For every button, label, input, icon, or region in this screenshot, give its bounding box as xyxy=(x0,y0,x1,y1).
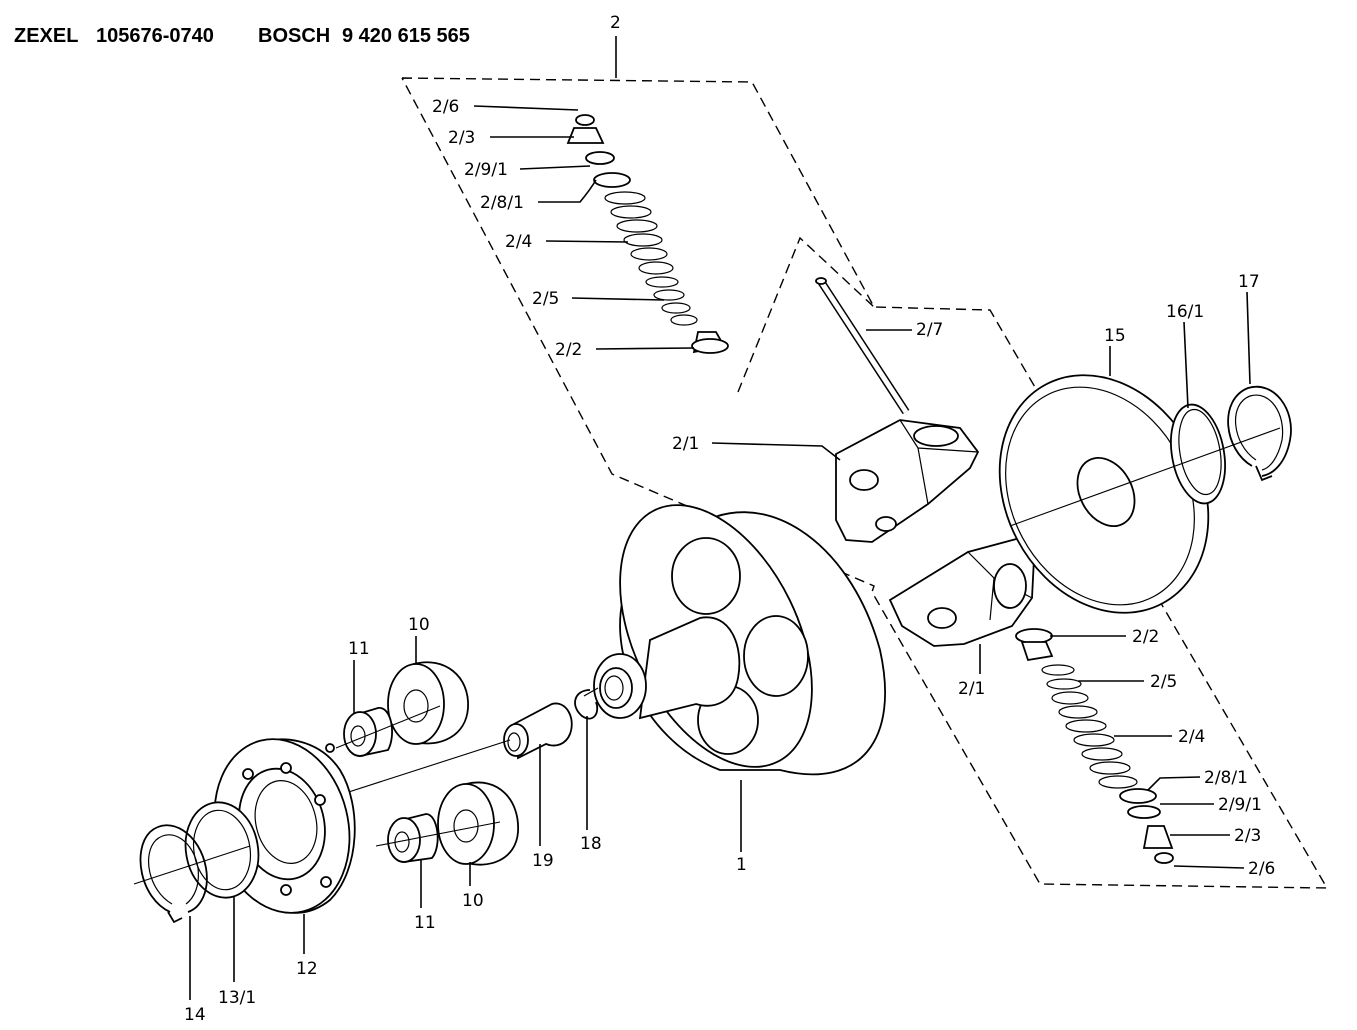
callout-11-lower: 11 xyxy=(414,913,436,933)
callout-19: 19 xyxy=(532,851,554,871)
callout-10-lower: 10 xyxy=(462,891,484,911)
callout-2-1-lower: 2/1 xyxy=(958,679,985,699)
sleeve-19 xyxy=(503,702,573,760)
callout-11-upper: 11 xyxy=(348,639,370,659)
leader-2-2-upper xyxy=(595,347,695,350)
callout-2-2-lower: 2/2 xyxy=(1132,627,1159,647)
callout-2-9-1-lower: 2/9/1 xyxy=(1218,795,1262,815)
callout-2-3-lower: 2/3 xyxy=(1234,826,1261,846)
leader-16-1 xyxy=(1183,321,1189,409)
callout-2-9-1-upper: 2/9/1 xyxy=(464,160,508,180)
leader-2-8-1-lower xyxy=(1147,776,1201,791)
flyweight-lower xyxy=(888,536,1035,647)
axis-upper-right xyxy=(1009,427,1281,527)
leader-2-5-upper xyxy=(571,297,665,301)
axis-left xyxy=(133,845,251,885)
bushing-11-upper xyxy=(343,707,393,758)
flyweight-upper xyxy=(835,419,980,543)
leader-17 xyxy=(1246,291,1251,385)
axis-main xyxy=(329,739,511,799)
callout-12: 12 xyxy=(296,959,318,979)
circlip-14 xyxy=(139,824,208,924)
axis-upper-weights xyxy=(335,705,441,749)
callout-2-8-1-upper: 2/8/1 xyxy=(480,193,524,213)
circlip-17 xyxy=(1227,385,1292,482)
callout-2-8-1-lower: 2/8/1 xyxy=(1204,768,1248,788)
callout-10-upper: 10 xyxy=(408,615,430,635)
header-brand-zexel: ZEXEL xyxy=(14,25,78,47)
callout-1: 1 xyxy=(736,855,747,875)
leader-2-6-lower xyxy=(1173,865,1245,869)
callout-2-4-upper: 2/4 xyxy=(505,232,532,252)
leader-2-6-upper xyxy=(473,105,579,111)
callout-16-1: 16/1 xyxy=(1166,302,1204,322)
callout-13-1: 13/1 xyxy=(218,988,256,1008)
callout-2-6-lower: 2/6 xyxy=(1248,859,1275,879)
callout-2: 2 xyxy=(610,13,621,33)
callout-17: 17 xyxy=(1238,272,1260,292)
snap-ring-18 xyxy=(574,687,599,720)
callout-15: 15 xyxy=(1104,326,1126,346)
callout-14: 14 xyxy=(184,1005,206,1025)
callout-2-3-upper: 2/3 xyxy=(448,128,475,148)
lower-valve-assembly xyxy=(1015,628,1174,864)
leader-2-4-upper xyxy=(545,240,629,243)
leader-2-9-1-upper xyxy=(519,165,591,170)
push-rod xyxy=(815,277,910,415)
leader-2-1-upper xyxy=(711,442,841,461)
drum-carrier-1 xyxy=(593,504,886,776)
callout-2-6-upper: 2/6 xyxy=(432,97,459,117)
header-brand-bosch: BOSCH xyxy=(258,25,330,47)
upper-valve-assembly xyxy=(566,114,729,354)
header-part-number-bosch: 9 420 615 565 xyxy=(342,25,470,47)
weight-10-upper xyxy=(387,661,469,745)
callout-2-7: 2/7 xyxy=(916,320,943,340)
axis-lower-weights xyxy=(375,821,501,847)
ring-16-1 xyxy=(1170,403,1226,505)
header-part-number-zexel: 105676-0740 xyxy=(96,25,214,47)
bushing-11-lower xyxy=(387,813,439,864)
callout-2-2-upper: 2/2 xyxy=(555,340,582,360)
callout-2-5-lower: 2/5 xyxy=(1150,672,1177,692)
leader-2-8-1-upper xyxy=(538,179,597,203)
callout-18: 18 xyxy=(580,834,602,854)
callout-2-4-lower: 2/4 xyxy=(1178,727,1205,747)
callout-2-1-upper: 2/1 xyxy=(672,434,699,454)
callout-2-5-upper: 2/5 xyxy=(532,289,559,309)
weight-10-lower xyxy=(437,781,519,866)
